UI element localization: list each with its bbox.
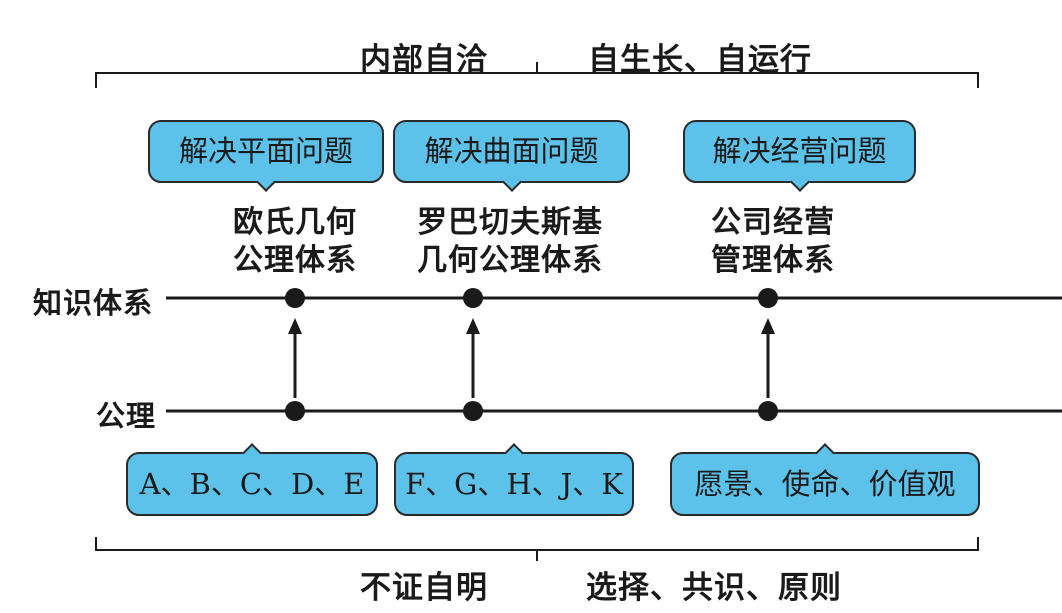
- axiom-bubble-3: 愿景、使命、价值观: [670, 443, 980, 516]
- axiom-bubble-1: A、B、C、D、E: [126, 443, 378, 516]
- system-label-1: 欧氏几何 公理体系: [215, 204, 375, 280]
- problem-text-1: 解决平面问题: [178, 134, 353, 168]
- dot-lower-3: [758, 401, 778, 421]
- problem-bubble-3: 解决经营问题: [683, 120, 916, 192]
- dot-lower-1: [285, 401, 305, 421]
- dot-upper-1: [285, 288, 305, 308]
- dot-lower-2: [463, 401, 483, 421]
- system-label-3-line2: 管理体系: [711, 243, 835, 278]
- system-label-1-line1: 欧氏几何: [233, 205, 357, 240]
- axiom-label: 公理: [96, 399, 157, 433]
- knowledge-system-label: 知识体系: [33, 286, 154, 320]
- dot-upper-2: [463, 288, 483, 308]
- axiom-bubble-2: F、G、H、J、K: [394, 443, 634, 516]
- top-bracket-right-label: 自生长、自运行: [588, 42, 812, 78]
- system-label-3: 公司经营 管理体系: [698, 204, 848, 280]
- bottom-bracket-left-label: 不证自明: [360, 570, 488, 606]
- axiom-text-3: 愿景、使命、价值观: [694, 466, 956, 501]
- problem-bubble-1: 解决平面问题: [148, 120, 384, 192]
- system-label-2: 罗巴切夫斯基 几何公理体系: [406, 204, 614, 280]
- system-label-2-line1: 罗巴切夫斯基: [417, 205, 603, 240]
- system-label-1-line2: 公理体系: [233, 243, 357, 278]
- arrowhead-3: [761, 318, 775, 334]
- axiom-text-2: F、G、H、J、K: [405, 466, 623, 501]
- dot-upper-3: [758, 288, 778, 308]
- system-label-3-line1: 公司经营: [711, 205, 835, 240]
- problem-text-2: 解决曲面问题: [424, 134, 599, 168]
- problem-bubble-2: 解决曲面问题: [393, 120, 630, 192]
- arrowhead-2: [466, 318, 480, 334]
- arrowhead-1: [288, 318, 302, 334]
- bottom-bracket-right-label: 选择、共识、原则: [586, 570, 842, 606]
- top-bracket: [95, 62, 979, 88]
- bottom-bracket: [95, 537, 979, 561]
- top-bracket-left-label: 内部自洽: [360, 42, 488, 78]
- problem-text-3: 解决经营问题: [712, 134, 887, 168]
- axiom-text-1: A、B、C、D、E: [139, 466, 365, 501]
- system-label-2-line2: 几何公理体系: [417, 243, 603, 278]
